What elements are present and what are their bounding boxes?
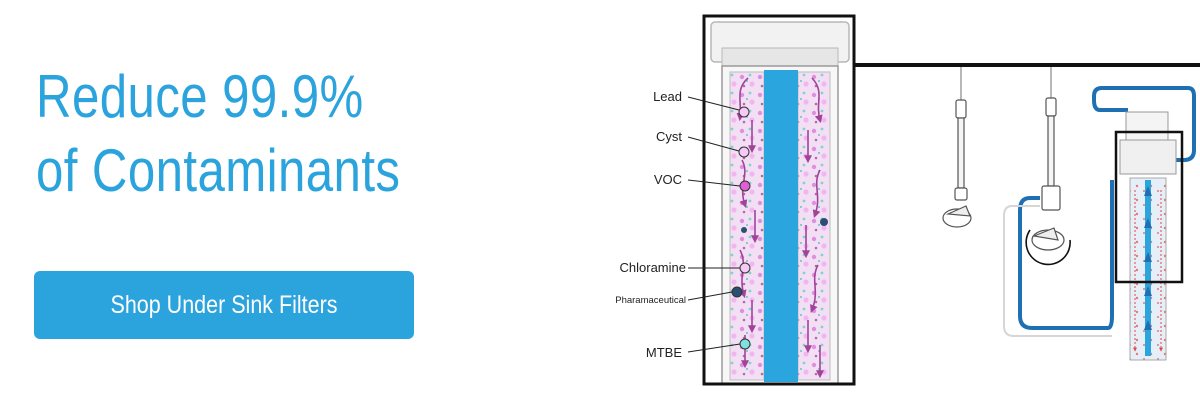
label-mtbe: MTBE: [646, 345, 682, 360]
hero-headline: Reduce 99.9% of Contaminants: [36, 60, 400, 208]
shop-under-sink-filters-button[interactable]: Shop Under Sink Filters: [34, 271, 414, 339]
label-lead: Lead: [653, 89, 682, 104]
left-valve: [942, 67, 972, 228]
zoom-indicator-frame: [1114, 130, 1184, 284]
carbon-core: [764, 70, 798, 382]
shop-button-label: Shop Under Sink Filters: [110, 290, 338, 319]
under-sink-filter-unit: [1119, 111, 1177, 361]
contaminant-markers: [731, 106, 828, 350]
middle-valve: [1025, 67, 1071, 266]
headline-line-1: Reduce 99.9%: [36, 63, 364, 130]
label-cyst: Cyst: [656, 129, 682, 144]
label-pharamaceutical: Pharamaceutical: [615, 295, 686, 306]
cold-water-line: [1018, 180, 1114, 330]
filtered-water-line: [1092, 86, 1196, 162]
supply-line: [1003, 205, 1112, 337]
label-voc: VOC: [654, 172, 682, 187]
filter-diagram: Lead Cyst VOC Chloramine Pharamaceutical…: [615, 14, 1200, 386]
zoom-frame: [702, 14, 856, 386]
label-leaders: [687, 96, 741, 353]
filter-cartridge: [710, 21, 850, 385]
headline-line-2: of Contaminants: [36, 137, 401, 204]
label-chloramine: Chloramine: [620, 260, 686, 275]
